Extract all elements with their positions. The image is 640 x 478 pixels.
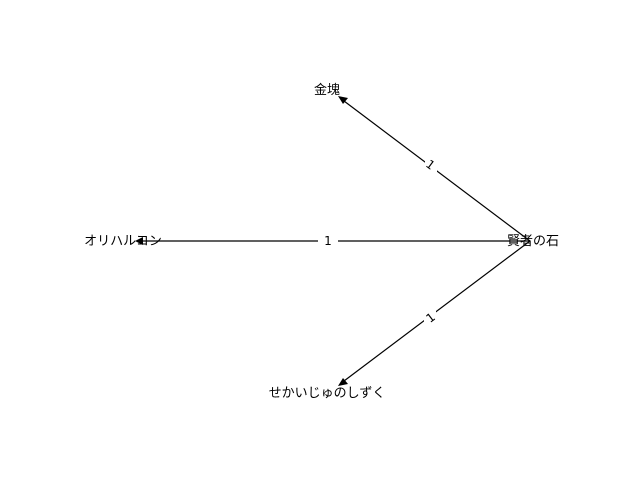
arrowhead-icon <box>135 237 143 245</box>
node-yggdrasil-dew: せかいじゅのしずく <box>269 386 386 401</box>
edge-weight-label: 1 <box>324 234 332 248</box>
node-gold: 金塊 <box>314 82 340 98</box>
edge-sage-stone-to-yggdrasil-dew: 1 <box>338 240 531 386</box>
node-orichalcum: オリハルコン <box>84 234 162 249</box>
arrowhead-icon <box>338 96 348 104</box>
edge-sage-stone-to-orichalcum: 1 <box>135 232 530 250</box>
node-sage-stone: 賢者の石 <box>507 234 559 249</box>
arrowhead-icon <box>338 378 348 386</box>
edge-sage-stone-to-gold: 1 <box>338 96 531 242</box>
